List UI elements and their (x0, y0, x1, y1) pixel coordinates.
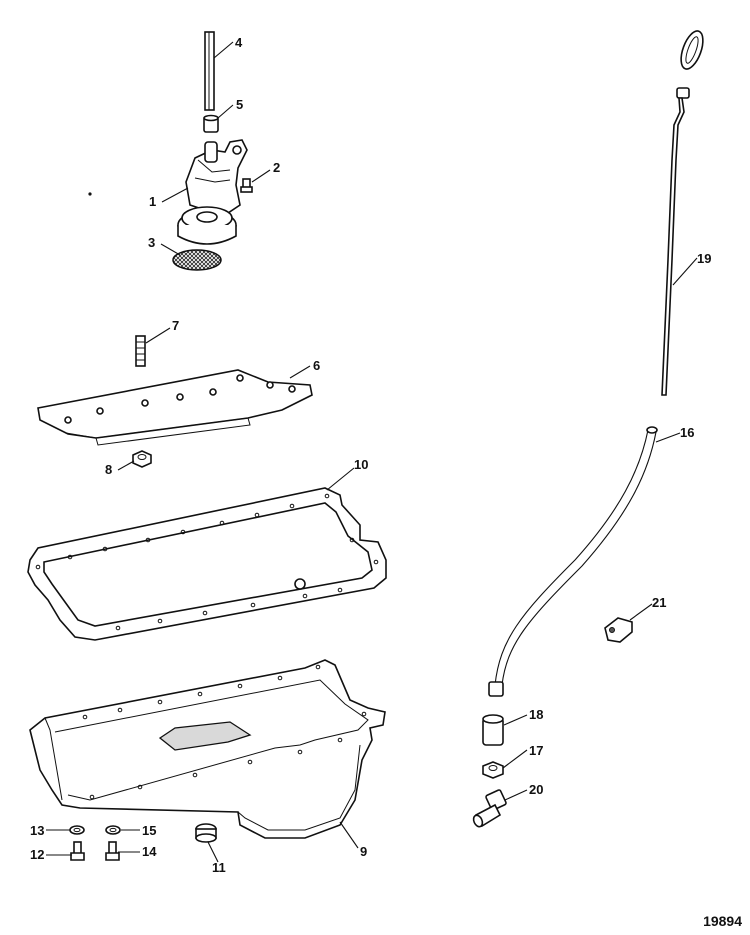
drain-plug-part (195, 823, 217, 843)
pan-flange-holes (82, 664, 367, 800)
callout-5: 5 (236, 97, 243, 112)
oil-screen-part (172, 249, 222, 271)
dipstick-part (661, 30, 704, 396)
callout-14: 14 (142, 844, 157, 859)
nut-part (132, 450, 152, 468)
callout-19: 19 (697, 251, 711, 266)
pickup-tube-part (204, 31, 215, 111)
callout-21: 21 (652, 595, 666, 610)
washer-part-15 (105, 825, 121, 835)
pump-bolt-part (240, 178, 253, 193)
bolt-part-12 (70, 841, 85, 861)
oil-pan-gasket-part (27, 487, 387, 641)
callout-18: 18 (529, 707, 543, 722)
stud-part (135, 335, 146, 367)
callout-16: 16 (680, 425, 694, 440)
tube-nut-part (482, 761, 504, 779)
dipstick-tube-part (488, 426, 658, 697)
reference-number: 19894 (703, 913, 742, 929)
callout-13: 13 (30, 823, 44, 838)
callout-6: 6 (313, 358, 320, 373)
callout-7: 7 (172, 318, 179, 333)
callout-9: 9 (360, 844, 367, 859)
callout-10: 10 (354, 457, 368, 472)
bushing-part (203, 114, 219, 133)
leader-lines (46, 41, 698, 863)
callout-2: 2 (273, 160, 280, 175)
stray-dot (88, 192, 92, 196)
pump-screen-housing-part (177, 206, 237, 245)
washer-part-13 (69, 825, 85, 835)
sleeve-part (482, 714, 504, 746)
oil-pan-part (29, 659, 386, 839)
elbow-fitting-part (472, 789, 507, 828)
callout-4: 4 (235, 35, 243, 50)
callout-15: 15 (142, 823, 156, 838)
callout-1: 1 (149, 194, 156, 209)
callout-8: 8 (105, 462, 112, 477)
windage-tray-part (37, 369, 313, 446)
callout-12: 12 (30, 847, 44, 862)
tube-clip-part (604, 617, 633, 643)
callout-11: 11 (212, 860, 226, 875)
bolt-part-14 (105, 841, 120, 861)
gasket-bolt-holes (35, 493, 379, 631)
callout-3: 3 (148, 235, 155, 250)
callout-20: 20 (529, 782, 543, 797)
callout-17: 17 (529, 743, 543, 758)
oil-pump-part (185, 139, 248, 214)
